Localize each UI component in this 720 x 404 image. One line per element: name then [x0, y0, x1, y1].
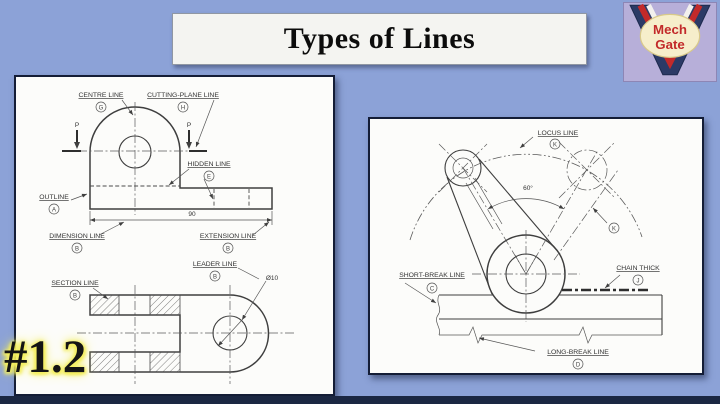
chain-thick-label: CHAIN THICK [616, 265, 660, 272]
leader-line-label: LEADER LINE [193, 261, 238, 268]
locus-line-type-letter: K [553, 142, 557, 148]
p-marker-right: P [187, 122, 191, 129]
bracket-labels: CENTRE LINE G CUTTING-PLANE LINE H HIDDE… [39, 92, 270, 254]
hidden-line-label: HIDDEN LINE [187, 161, 231, 168]
short-break-type-letter: C [430, 286, 435, 292]
section-hatch [89, 294, 120, 316]
right-diagram-panel: 60° LOCUS LINE K K [368, 117, 704, 375]
hole-diameter: Ø10 [266, 275, 279, 282]
dimension-line-label: DIMENSION LINE [49, 233, 105, 240]
clevis-view: Ø10 [77, 275, 294, 384]
leader-line [241, 280, 267, 321]
logo-pointer [665, 60, 675, 69]
extension-line-label: EXTENSION LINE [200, 233, 257, 240]
chain-thick-type-letter: J [637, 278, 640, 284]
width-dimension: 90 [188, 211, 196, 218]
hidden-line-type-letter: E [207, 174, 211, 180]
long-break-edge [439, 326, 662, 344]
title-box: Types of Lines [172, 13, 587, 65]
support-bar-drawing [436, 288, 663, 344]
p-marker-left: P [75, 122, 79, 129]
locus-k-marker: K [612, 226, 616, 232]
extension-line-type-letter: B [226, 246, 230, 252]
section-line-label: SECTION LINE [51, 280, 99, 287]
left-diagram-panel: P P 90 CENTRE LINE G CUTTING-PLANE LINE [14, 75, 335, 396]
long-break-type-letter: D [576, 362, 581, 368]
cutting-plane-type-letter: H [181, 105, 185, 111]
locus-line-arc [409, 153, 643, 241]
bracket-view: P P 90 [62, 102, 273, 225]
leader-line-type-letter: B [213, 274, 217, 280]
outline-label: OUTLINE [39, 194, 69, 201]
locus-line-label: LOCUS LINE [538, 130, 579, 137]
mechanism-labels: LOCUS LINE K K SHORT-BREAK LINE C CHAIN … [399, 130, 660, 370]
angle-dimension: 60° [523, 184, 533, 192]
short-break-line-label: SHORT-BREAK LINE [399, 272, 465, 279]
outline-type-letter: A [52, 207, 56, 213]
dimension-line-type-letter: B [75, 246, 79, 252]
bottom-bar [0, 396, 720, 404]
section-line-type-letter: B [73, 293, 77, 299]
long-break-line-label: LONG-BREAK LINE [547, 349, 609, 356]
centre-line-label: CENTRE LINE [79, 92, 124, 99]
logo-medallion: Mech Gate [639, 13, 701, 69]
mechgate-logo: Mech Gate [623, 2, 717, 82]
logo-text-line2: Gate [655, 37, 685, 52]
centre-line-type-letter: G [99, 105, 104, 111]
short-break-edge [436, 294, 441, 336]
cutting-plane-line-label: CUTTING-PLANE LINE [147, 92, 219, 99]
slide-number: #1.2 [4, 331, 87, 383]
clevis-labels: SECTION LINE B LEADER LINE B [51, 261, 260, 301]
line-types-drawing-left: P P 90 CENTRE LINE G CUTTING-PLANE LINE [39, 92, 294, 384]
line-types-drawing-right: 60° LOCUS LINE K K [399, 130, 663, 370]
page-title: Types of Lines [283, 22, 476, 55]
mechgate-logo-graphic: Mech Gate [629, 3, 711, 76]
crank-mechanism-drawing: 60° [409, 141, 643, 322]
phantom-position-circle [566, 149, 608, 191]
logo-text-line1: Mech [653, 22, 687, 37]
